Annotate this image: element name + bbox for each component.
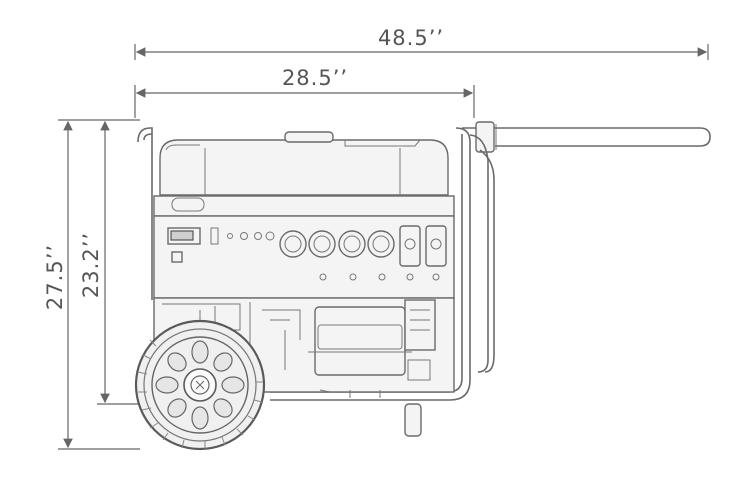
dimension-body-height: 23.2’’	[79, 120, 140, 405]
body-width-label: 28.5’’	[282, 66, 348, 90]
dimension-overall-height: 27.5’’	[43, 119, 140, 450]
frame-tube-left	[137, 127, 153, 300]
fuel-tank	[159, 131, 449, 196]
frame-tube-right	[270, 127, 471, 401]
dimension-overall-width: 48.5’’	[134, 26, 709, 60]
body-height-label: 23.2’’	[79, 232, 103, 298]
control-panel	[153, 195, 455, 299]
wheel-icon	[134, 319, 266, 451]
dimension-body-width: 28.5’’	[134, 66, 475, 118]
outlet-icon	[279, 230, 395, 258]
overall-width-label: 48.5’’	[378, 26, 444, 50]
frame-foot	[404, 403, 422, 437]
overall-height-label: 27.5’’	[43, 244, 67, 310]
handle-icon	[462, 121, 711, 373]
generator-drawing	[134, 121, 711, 451]
